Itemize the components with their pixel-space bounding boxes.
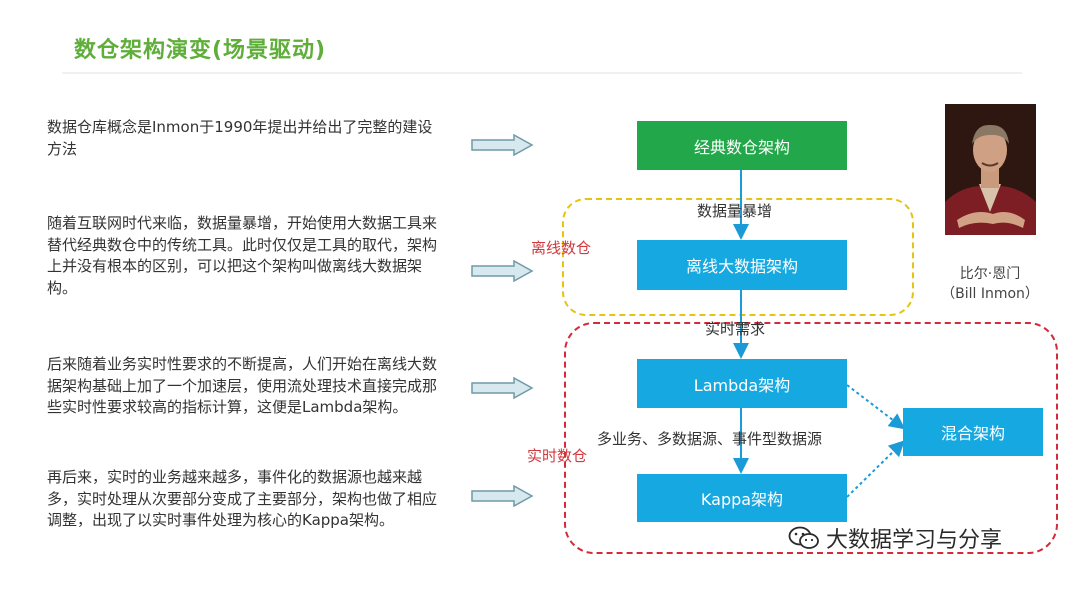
person-name-cn: 比尔·恩门	[959, 266, 1021, 282]
hybrid-box: 混合架构	[903, 408, 1043, 456]
region-label-realtime: 实时数仓	[527, 447, 588, 465]
lambda-box: Lambda架构	[637, 359, 847, 408]
edge-label-realtime-demand: 实时需求	[705, 320, 766, 338]
paragraph-kappa: 再后来，实时的业务越来越多，事件化的数据源也越来越多，实时处理从次要部分变成了主…	[47, 468, 438, 529]
arrow-right-icon	[471, 260, 534, 282]
page-title: 数仓架构演变(场景驱动)	[74, 38, 327, 63]
edge-label-multi-source: 多业务、多数据源、事件型数据源	[597, 430, 823, 448]
person-name-en: （Bill Inmon）	[941, 286, 1039, 302]
region-label-offline: 离线数仓	[531, 239, 592, 257]
paragraph-offline: 随着互联网时代来临，数据量暴增，开始使用大数据工具来替代经典数仓中的传统工具。此…	[47, 214, 438, 297]
kappa-box: Kappa架构	[637, 474, 847, 522]
classic-dw-box: 经典数仓架构	[637, 121, 847, 170]
arrow-right-icon	[471, 377, 534, 399]
realtime-region-border	[564, 322, 1058, 554]
paragraph-inmon: 数据仓库概念是Inmon于1990年提出并给出了完整的建设方法	[47, 118, 433, 158]
bill-inmon-photo	[945, 104, 1036, 235]
paragraph-lambda: 后来随着业务实时性要求的不断提高，人们开始在离线大数据架构基础上加了一个加速层，…	[47, 355, 438, 416]
title-divider	[62, 72, 1022, 74]
offline-bigdata-box: 离线大数据架构	[637, 240, 847, 290]
watermark-text: 大数据学习与分享	[826, 528, 1003, 553]
edge-label-data-surge: 数据量暴增	[697, 202, 773, 220]
arrow-right-icon	[471, 485, 534, 507]
wechat-icon	[788, 526, 819, 549]
watermark: 大数据学习与分享	[788, 522, 1002, 554]
offline-region-border	[562, 198, 914, 316]
arrow-right-icon	[471, 134, 534, 156]
